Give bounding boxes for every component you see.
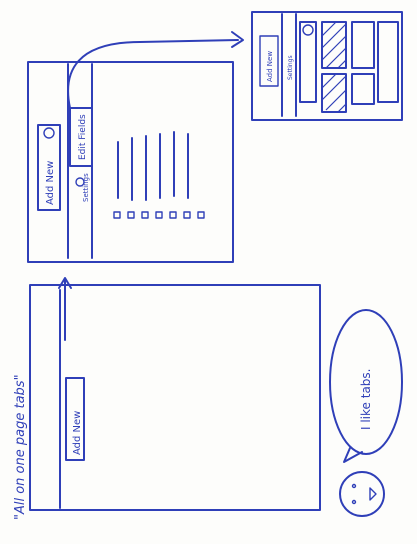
zoom-panel-frame [251,11,403,121]
bottom-add-new-label: Add New [72,411,83,455]
top-add-new-button[interactable]: Add New [37,124,61,211]
top-settings-tab[interactable]: Settings [75,173,90,202]
zoom-panel: Add New Settings [251,11,403,121]
bottom-add-new-button[interactable]: Add New [65,377,85,461]
smiley-face-icon [339,471,385,517]
speech-bubble-text: I like tabs. [359,369,373,430]
speech-bubble: I like tabs. [329,309,403,463]
top-settings-label: Settings [82,173,90,202]
top-add-new-label: Add New [45,161,56,205]
top-field-lines [117,131,189,201]
zoom-add-new-label: Add New [266,51,274,82]
top-edit-fields-tab[interactable]: Edit Fields [69,107,93,167]
zoom-add-icon [302,24,314,36]
zoom-field-empty[interactable] [351,21,375,69]
bottom-wireframe: Add New [29,277,321,511]
zoom-settings-label: Settings [287,55,294,80]
bottom-up-arrow-head [58,277,72,289]
top-checkbox-row[interactable] [113,211,205,219]
zoom-arrow-line [67,39,239,109]
top-wireframe: Add New Edit Fields Settings [27,61,234,263]
zoom-field-empty-2[interactable] [351,73,375,105]
speech-bubble-tail [343,447,363,463]
top-wireframe-frame [27,61,234,263]
bottom-wireframe-frame [29,284,321,511]
zoom-field-hatched-2[interactable] [321,73,347,113]
zoom-arrow-head [231,31,244,48]
zoom-field-hatched[interactable] [321,21,347,69]
settings-gear-icon [75,177,85,187]
top-edit-fields-label: Edit Fields [78,114,88,160]
zoom-add-new-button[interactable]: Add New [259,35,279,87]
top-add-icon [43,127,55,139]
annotation-all-on-one-page: "All on one page tabs" [13,374,28,520]
zoom-settings-tab[interactable]: Settings [287,55,294,80]
zoom-add-icon-button[interactable] [299,21,317,103]
zoom-field-empty-3[interactable] [377,21,399,103]
